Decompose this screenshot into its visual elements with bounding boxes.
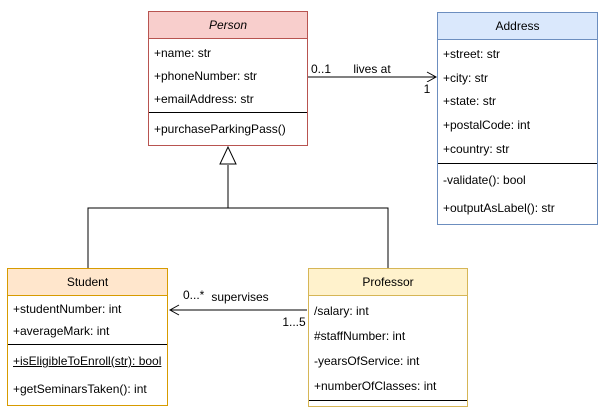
attribute: +city: str xyxy=(443,70,489,85)
attribute: +street: str xyxy=(443,46,501,61)
class-student-methods: +isEligibleToEnroll(str): bool +getSemin… xyxy=(8,344,167,405)
open-arrow-icon xyxy=(168,304,180,316)
class-professor[interactable]: Professor /salary: int #staffNumber: int… xyxy=(308,268,468,407)
attribute: +averageMark: int xyxy=(13,324,110,338)
method: -validate(): bool xyxy=(443,173,526,187)
attribute: +postalCode: int xyxy=(443,118,531,133)
lives-at-source-multiplicity: 0..1 xyxy=(309,62,334,76)
method: +getSeminarsTaken(): int xyxy=(13,382,147,396)
method: +purchaseParkingPass() xyxy=(154,122,286,136)
attribute: +state: str xyxy=(443,94,497,109)
class-address-methods: -validate(): bool +outputAsLabel(): str xyxy=(438,163,597,224)
class-student-attributes: +studentNumber: int +averageMark: int xyxy=(8,296,167,344)
class-person[interactable]: Person +name: str +phoneNumber: str +ema… xyxy=(148,11,308,146)
lives-at-target-multiplicity: 1 xyxy=(421,82,433,96)
class-address-attributes: +street: str +city: str +state: str +pos… xyxy=(438,40,597,163)
open-arrow-icon xyxy=(426,71,438,83)
class-professor-title: Professor xyxy=(309,269,467,296)
supervises-label: supervises xyxy=(209,290,271,304)
attribute: #staffNumber: int xyxy=(314,328,406,343)
method: +outputAsLabel(): str xyxy=(443,201,555,215)
static-method: +isEligibleToEnroll(str): bool xyxy=(13,354,162,368)
attribute: +studentNumber: int xyxy=(13,302,122,316)
lives-at-label: lives at xyxy=(351,62,393,76)
class-person-methods: +purchaseParkingPass() xyxy=(149,112,307,145)
class-student[interactable]: Student +studentNumber: int +averageMark… xyxy=(7,268,168,406)
attribute: +country: str xyxy=(443,142,510,157)
class-student-title: Student xyxy=(8,269,167,296)
attribute: -yearsOfService: int xyxy=(314,353,420,368)
class-address[interactable]: Address +street: str +city: str +state: … xyxy=(437,12,598,225)
class-professor-attributes: /salary: int #staffNumber: int -yearsOfS… xyxy=(309,296,467,400)
attribute: /salary: int xyxy=(314,303,369,318)
class-professor-methods xyxy=(309,400,467,406)
attribute: +phoneNumber: str xyxy=(154,68,258,83)
attribute: +name: str xyxy=(154,45,212,60)
attribute: +emailAddress: str xyxy=(154,91,254,106)
class-address-title: Address xyxy=(438,13,597,40)
edge-generalization[interactable] xyxy=(87,165,389,268)
class-person-attributes: +name: str +phoneNumber: str +emailAddre… xyxy=(149,39,307,112)
attribute: +numberOfClasses: int xyxy=(314,378,437,393)
class-person-title: Person xyxy=(149,12,307,39)
supervises-source-multiplicity: 1...5 xyxy=(280,315,308,329)
supervises-target-multiplicity: 0...* xyxy=(181,288,207,302)
generalization-triangle-icon xyxy=(219,145,237,165)
